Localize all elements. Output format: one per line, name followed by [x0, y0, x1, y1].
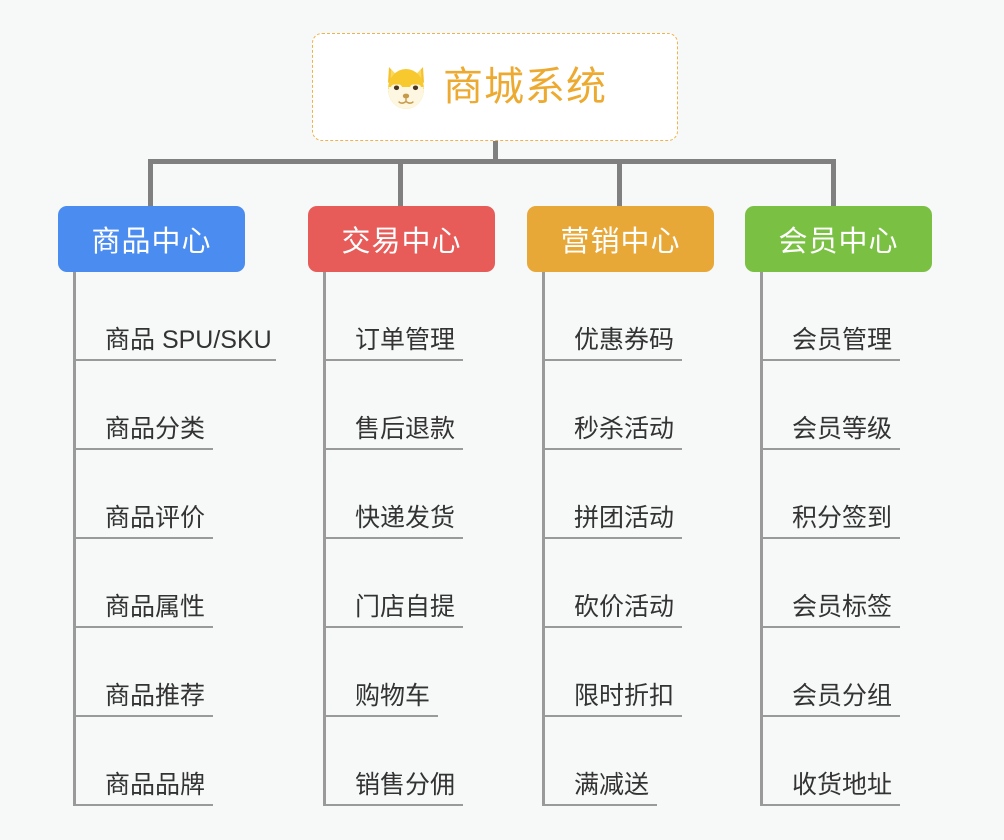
list-item[interactable]: 售后退款 [323, 361, 495, 450]
leaf-label: 限时折扣 [542, 683, 683, 717]
leaf-label: 购物车 [323, 683, 439, 717]
list-item[interactable]: 拼团活动 [542, 450, 714, 539]
root-node-shop-system[interactable]: 商城系统 [312, 33, 678, 141]
leaf-label: 商品推荐 [73, 683, 214, 717]
branch-column-1: 商品中心 商品 SPU/SKU 商品分类 商品评价 商品属性 商品推荐 商品品牌 [58, 206, 276, 806]
list-item[interactable]: 商品分类 [73, 361, 245, 450]
leaf-label: 拼团活动 [542, 505, 683, 539]
list-item[interactable]: 会员等级 [760, 361, 932, 450]
leaf-list-3: 优惠券码 秒杀活动 拼团活动 砍价活动 限时折扣 满减送 [542, 272, 714, 806]
list-item[interactable]: 会员分组 [760, 628, 932, 717]
shiba-dog-face-icon [383, 63, 429, 111]
leaf-label: 积分签到 [760, 505, 901, 539]
leaf-label: 秒杀活动 [542, 416, 683, 450]
leaf-label: 会员管理 [760, 327, 901, 361]
list-item[interactable]: 购物车 [323, 628, 495, 717]
leaf-label: 会员标签 [760, 594, 901, 628]
leaf-label: 砍价活动 [542, 594, 683, 628]
leaf-label: 订单管理 [323, 327, 464, 361]
list-item[interactable]: 秒杀活动 [542, 361, 714, 450]
root-title: 商城系统 [443, 65, 607, 109]
category-box-2[interactable]: 交易中心 [308, 206, 495, 272]
list-item[interactable]: 商品评价 [73, 450, 245, 539]
leaf-label: 优惠券码 [542, 327, 683, 361]
list-item[interactable]: 限时折扣 [542, 628, 714, 717]
list-item[interactable]: 门店自提 [323, 539, 495, 628]
list-item[interactable]: 会员管理 [760, 272, 932, 361]
category-label-3: 营销中心 [560, 226, 681, 258]
branch-column-4: 会员中心 会员管理 会员等级 积分签到 会员标签 会员分组 收货地址 [745, 206, 932, 806]
category-box-3[interactable]: 营销中心 [527, 206, 714, 272]
leaf-label: 会员分组 [760, 683, 901, 717]
leaf-label: 商品属性 [73, 594, 214, 628]
connector-drop-1 [148, 159, 153, 207]
category-label-4: 会员中心 [778, 226, 899, 258]
list-item[interactable]: 快递发货 [323, 450, 495, 539]
leaf-label: 商品品牌 [73, 772, 214, 806]
list-item[interactable]: 满减送 [542, 717, 714, 806]
list-item[interactable]: 积分签到 [760, 450, 932, 539]
leaf-label: 商品 SPU/SKU [73, 327, 276, 361]
category-label-2: 交易中心 [341, 226, 462, 258]
leaf-list-1: 商品 SPU/SKU 商品分类 商品评价 商品属性 商品推荐 商品品牌 [73, 272, 276, 806]
list-item[interactable]: 订单管理 [323, 272, 495, 361]
list-item[interactable]: 砍价活动 [542, 539, 714, 628]
leaf-label: 收货地址 [760, 772, 901, 806]
category-box-4[interactable]: 会员中心 [745, 206, 932, 272]
leaf-label: 会员等级 [760, 416, 901, 450]
list-item[interactable]: 商品推荐 [73, 628, 245, 717]
list-item[interactable]: 收货地址 [760, 717, 932, 806]
category-label-1: 商品中心 [91, 226, 212, 258]
connector-drop-4 [831, 159, 836, 207]
branch-column-3: 营销中心 优惠券码 秒杀活动 拼团活动 砍价活动 限时折扣 满减送 [527, 206, 714, 806]
leaf-label: 商品评价 [73, 505, 214, 539]
leaf-label: 销售分佣 [323, 772, 464, 806]
connector-drop-2 [398, 159, 403, 207]
leaf-list-2: 订单管理 售后退款 快递发货 门店自提 购物车 销售分佣 [323, 272, 495, 806]
leaf-label: 门店自提 [323, 594, 464, 628]
branch-column-2: 交易中心 订单管理 售后退款 快递发货 门店自提 购物车 销售分佣 [308, 206, 495, 806]
leaf-label: 售后退款 [323, 416, 464, 450]
list-item[interactable]: 优惠券码 [542, 272, 714, 361]
connector-horizontal-bar [148, 159, 836, 164]
leaf-label: 满减送 [542, 772, 658, 806]
connector-drop-3 [617, 159, 622, 207]
list-item[interactable]: 会员标签 [760, 539, 932, 628]
leaf-label: 快递发货 [323, 505, 464, 539]
leaf-label: 商品分类 [73, 416, 214, 450]
leaf-list-4: 会员管理 会员等级 积分签到 会员标签 会员分组 收货地址 [760, 272, 932, 806]
category-box-1[interactable]: 商品中心 [58, 206, 245, 272]
list-item[interactable]: 商品属性 [73, 539, 245, 628]
connector-stem [493, 141, 498, 164]
list-item[interactable]: 商品 SPU/SKU [73, 272, 276, 361]
list-item[interactable]: 商品品牌 [73, 717, 245, 806]
list-item[interactable]: 销售分佣 [323, 717, 495, 806]
